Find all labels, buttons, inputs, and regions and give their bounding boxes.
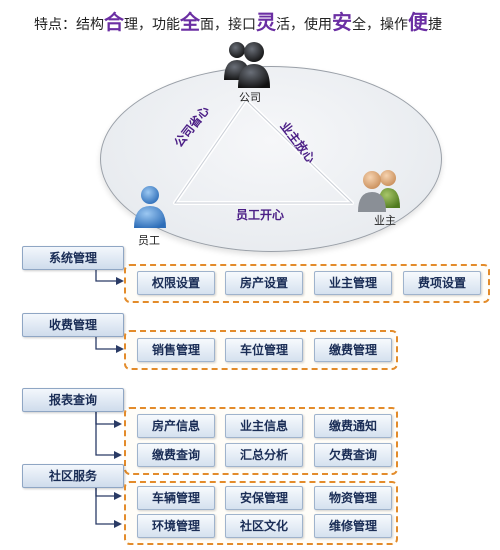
environment-management-button[interactable]: 环境管理	[137, 514, 215, 538]
headline-highlight: 合	[104, 10, 124, 34]
arrears-query-button[interactable]: 欠费查询	[314, 443, 392, 467]
headline-highlight: 便	[408, 10, 428, 34]
vehicle-management-button[interactable]: 车辆管理	[137, 486, 215, 510]
payment-query-button[interactable]: 缴费查询	[137, 443, 215, 467]
property-settings-button[interactable]: 房产设置	[225, 271, 303, 295]
company-label: 公司	[239, 91, 261, 104]
category-system-management[interactable]: 系统管理	[22, 246, 124, 270]
headline-text: 全，操作	[352, 17, 408, 33]
summary-analysis-button[interactable]: 汇总分析	[225, 443, 303, 467]
parking-management-button[interactable]: 车位管理	[225, 338, 303, 362]
fee-item-settings-button[interactable]: 费项设置	[403, 271, 481, 295]
feature-headline: 特点：结构合理，功能全面，接口灵活，使用安全，操作便捷	[34, 6, 442, 35]
category-fee-management[interactable]: 收费管理	[22, 313, 124, 337]
employee-happy-label: 员工开心	[236, 208, 285, 222]
headline-text: 理，功能	[124, 17, 180, 33]
payment-notice-button[interactable]: 缴费通知	[314, 414, 392, 438]
community-culture-button[interactable]: 社区文化	[225, 514, 303, 538]
security-management-button[interactable]: 安保管理	[225, 486, 303, 510]
sales-management-button[interactable]: 销售管理	[137, 338, 215, 362]
headline-highlight: 全	[180, 10, 200, 34]
headline-highlight: 安	[332, 10, 352, 34]
payment-management-button[interactable]: 缴费管理	[314, 338, 392, 362]
category-community-service[interactable]: 社区服务	[22, 464, 124, 488]
headline-highlight: 灵	[256, 10, 276, 34]
owner-management-button[interactable]: 业主管理	[314, 271, 392, 295]
headline-text: 面，接口	[200, 17, 256, 33]
company-people-icon	[224, 42, 270, 88]
property-info-button[interactable]: 房产信息	[137, 414, 215, 438]
owner-label: 业主	[374, 214, 396, 227]
employee-person-icon	[134, 186, 166, 228]
permission-settings-button[interactable]: 权限设置	[137, 271, 215, 295]
maintenance-management-button[interactable]: 维修管理	[314, 514, 392, 538]
materials-management-button[interactable]: 物资管理	[314, 486, 392, 510]
owner-people-icon	[358, 170, 400, 212]
owner-info-button[interactable]: 业主信息	[225, 414, 303, 438]
employee-label: 员工	[138, 234, 160, 247]
headline-text: 捷	[428, 17, 442, 33]
category-report-query[interactable]: 报表查询	[22, 388, 124, 412]
headline-text: 特点：结构	[34, 17, 104, 33]
headline-text: 活，使用	[276, 17, 332, 33]
